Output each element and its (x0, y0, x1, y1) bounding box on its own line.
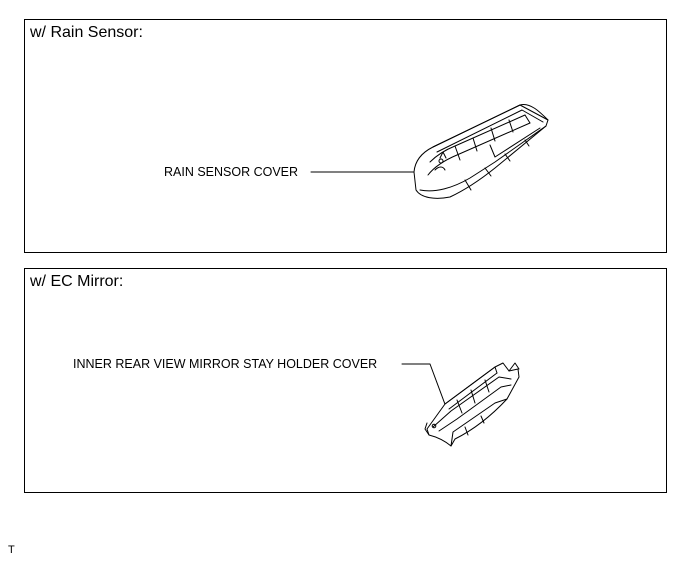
mirror-stay-holder-cover-illustration (401, 362, 520, 447)
rain-sensor-cover-illustration (310, 103, 549, 199)
footnote: T (8, 544, 15, 556)
rain-sensor-cover-label: RAIN SENSOR COVER (164, 165, 299, 179)
panel-title: w/ EC Mirror: (30, 273, 124, 290)
ec-mirror-panel: w/ EC Mirror: INNER REAR VIEW MIRROR STA… (24, 268, 667, 493)
leader-line (401, 363, 450, 416)
mirror-stay-holder-cover-label: INNER REAR VIEW MIRROR STAY HOLDER COVER (73, 357, 378, 371)
panel-title: w/ Rain Sensor: (30, 24, 143, 41)
rain-sensor-panel: w/ Rain Sensor: RAIN SENSOR COVER (24, 19, 667, 253)
